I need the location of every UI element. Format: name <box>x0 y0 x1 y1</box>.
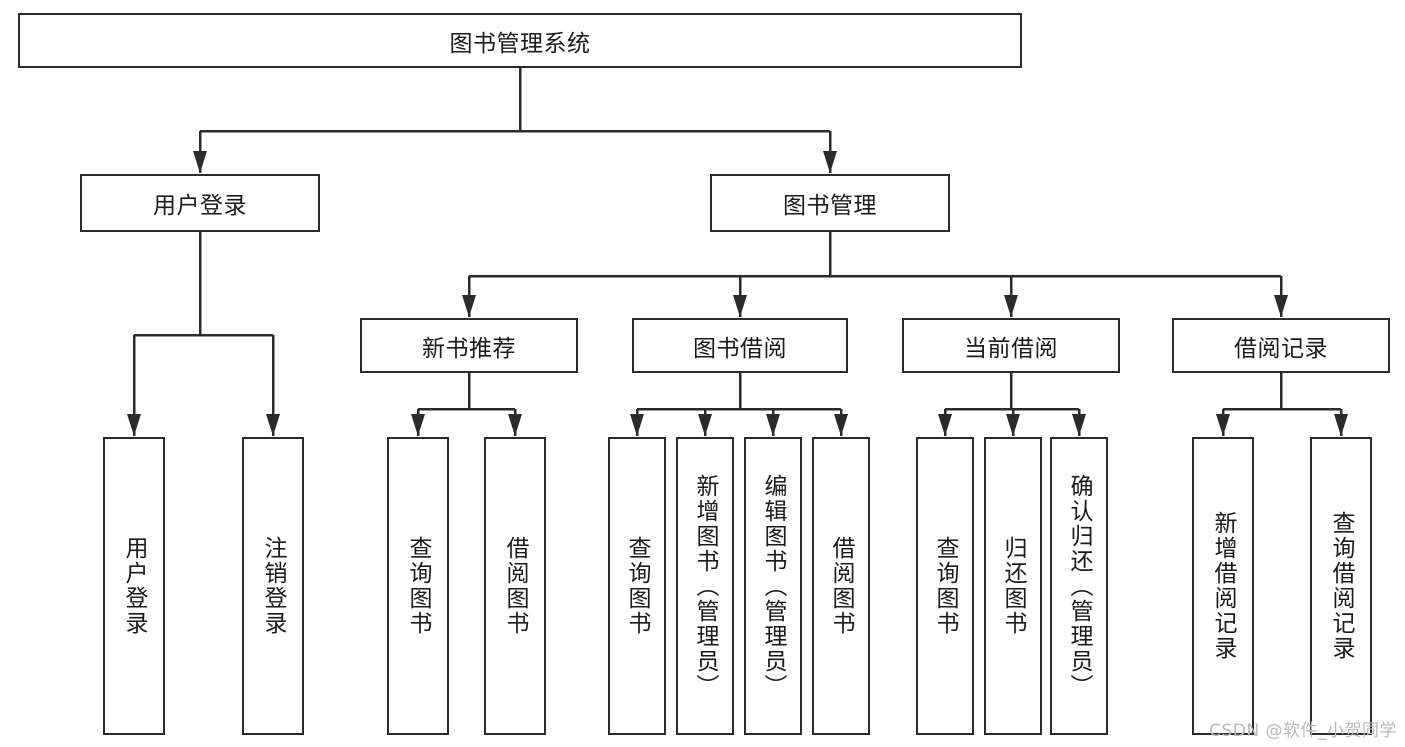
node-label: 图书借阅 <box>693 335 787 362</box>
arrow-head <box>630 414 644 436</box>
node-leaf-leaf-user-login[interactable]: 用户登录 <box>103 437 165 735</box>
arrow-head <box>1072 414 1086 436</box>
node-label: 借阅记录 <box>1234 335 1328 362</box>
node-label: 确认归还（管理员） <box>1066 473 1093 699</box>
node-label: 查询图书 <box>405 536 432 636</box>
arrow-head <box>508 414 522 436</box>
node-level2-book-borrow[interactable]: 图书借阅 <box>632 318 848 373</box>
node-label: 注销登录 <box>260 536 287 636</box>
arrow-head <box>193 151 207 173</box>
arrow-head <box>823 151 837 173</box>
node-label: 图书管理系统 <box>449 30 591 57</box>
node-label: 用户登录 <box>153 193 247 219</box>
node-label: 查询图书 <box>932 536 959 636</box>
arrow-head <box>266 414 280 436</box>
node-leaf-leaf-edit-book[interactable]: 编辑图书（管理员） <box>744 437 802 735</box>
node-leaf-leaf-query-book-brw[interactable]: 查询图书 <box>608 437 666 735</box>
arrow-head <box>834 414 848 436</box>
node-level1-book-manage[interactable]: 图书管理 <box>710 174 950 232</box>
arrow-head <box>698 414 712 436</box>
node-label: 当前借阅 <box>964 335 1058 362</box>
node-level2-current-borrow[interactable]: 当前借阅 <box>902 318 1120 373</box>
node-label: 编辑图书（管理员） <box>760 473 787 699</box>
node-leaf-leaf-logout[interactable]: 注销登录 <box>242 437 304 735</box>
node-leaf-leaf-query-book-rec[interactable]: 查询图书 <box>387 437 449 735</box>
node-leaf-leaf-add-record[interactable]: 新增借阅记录 <box>1192 437 1254 735</box>
node-label: 借阅图书 <box>828 536 855 636</box>
arrow-head <box>766 414 780 436</box>
node-label: 用户登录 <box>121 536 148 636</box>
node-label: 新增图书（管理员） <box>692 473 719 699</box>
node-root[interactable]: 图书管理系统 <box>18 13 1022 68</box>
node-label: 查询图书 <box>624 536 651 636</box>
node-label: 图书管理 <box>783 193 877 219</box>
node-leaf-leaf-confirm-return[interactable]: 确认归还（管理员） <box>1050 437 1108 735</box>
arrow-head <box>411 414 425 436</box>
node-leaf-leaf-borrow-book-rec[interactable]: 借阅图书 <box>484 437 546 735</box>
arrow-head <box>938 414 952 436</box>
arrow-head <box>733 295 747 317</box>
node-label: 归还图书 <box>1000 536 1027 636</box>
node-leaf-leaf-add-book[interactable]: 新增图书（管理员） <box>676 437 734 735</box>
node-level1-user-login[interactable]: 用户登录 <box>80 174 320 232</box>
arrow-head <box>462 295 476 317</box>
node-leaf-leaf-borrow-book-brw[interactable]: 借阅图书 <box>812 437 870 735</box>
node-label: 查询借阅记录 <box>1328 511 1355 661</box>
node-label: 新增借阅记录 <box>1210 511 1237 661</box>
node-leaf-leaf-query-book-cur[interactable]: 查询图书 <box>916 437 974 735</box>
node-leaf-leaf-return-book[interactable]: 归还图书 <box>984 437 1042 735</box>
node-leaf-leaf-query-record[interactable]: 查询借阅记录 <box>1310 437 1372 735</box>
arrow-head <box>1004 295 1018 317</box>
arrow-head <box>1274 295 1288 317</box>
arrow-head <box>1006 414 1020 436</box>
node-level2-borrow-record[interactable]: 借阅记录 <box>1172 318 1390 373</box>
arrow-head <box>1334 414 1348 436</box>
node-label: 新书推荐 <box>422 335 516 362</box>
arrow-head <box>127 414 141 436</box>
node-level2-new-book-recommend[interactable]: 新书推荐 <box>360 318 578 373</box>
node-label: 借阅图书 <box>502 536 529 636</box>
arrow-head <box>1216 414 1230 436</box>
